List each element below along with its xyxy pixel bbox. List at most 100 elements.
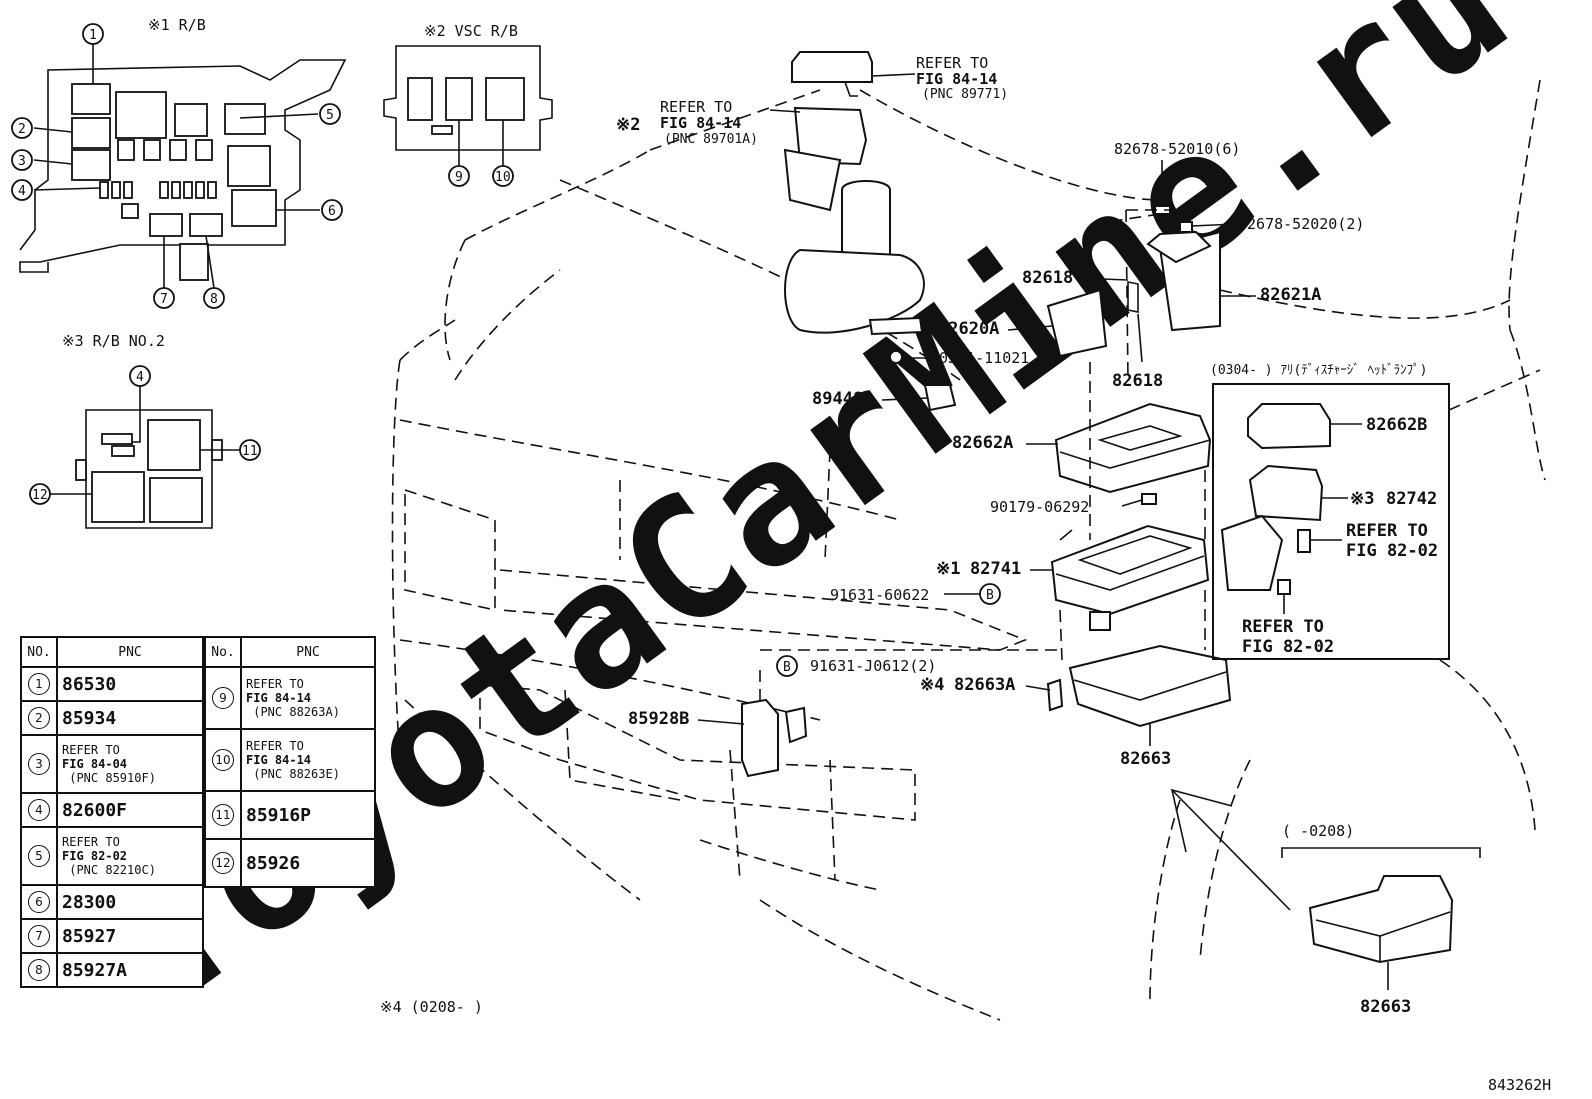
row-number-badge: 5 <box>28 845 50 867</box>
discharge-headlamp-inset: (0304- ) ｱﾘ(ﾃﾞｨｽﾁｬｰｼﾞ ﾍｯﾄﾞﾗﾝﾌﾟ) 82662B ※… <box>1210 363 1541 660</box>
connector-85928b-part <box>741 698 779 778</box>
svg-text:7: 7 <box>160 292 168 307</box>
label-82618-a: 82618 <box>1022 268 1073 288</box>
row-number-cell: 12 <box>204 838 242 888</box>
label-82663a: 82663A <box>954 675 1015 695</box>
label-91631-60622: 91631-60622 <box>830 586 929 604</box>
row-number-cell: 2 <box>20 700 58 736</box>
cover-82662b-part <box>1247 403 1331 450</box>
label-82663-a: 82663 <box>1120 749 1171 769</box>
pnc-cell: 28300 <box>56 884 204 920</box>
pnc-cell: 86530 <box>56 666 204 702</box>
pnc-line: 85926 <box>246 852 301 874</box>
table-row: 2 85934 <box>20 700 204 736</box>
row-number-badge: 9 <box>212 687 234 709</box>
pnc-line: 85927 <box>62 925 117 947</box>
vsc-callout-9: 9 <box>455 170 463 185</box>
note-4: ※4 (0208- ) <box>380 998 483 1016</box>
cover-82663-alt-part <box>1308 875 1454 964</box>
table-left-header-pnc: PNC <box>56 636 204 668</box>
pnc-line: (PNC 88263E) <box>246 767 340 781</box>
inset-vsc-rb: ※2 VSC R/B 9 10 <box>383 22 553 187</box>
table-right-header-no: No. <box>204 636 242 668</box>
table-right-header-pnc: PNC <box>240 636 376 668</box>
label-82678-52010: 82678-52010(6) <box>1114 140 1240 158</box>
refer-84-14-top: REFER TO FIG 84-14 (PNC 89771) <box>916 54 1008 102</box>
row-number-badge: 11 <box>212 804 234 826</box>
svg-text:(PNC 89771): (PNC 89771) <box>922 87 1008 102</box>
row-number-cell: 3 <box>20 734 58 794</box>
label-91631-j0612: 91631-J0612(2) <box>810 657 936 675</box>
refer-82-02-a-line1: REFER TO <box>1346 521 1428 541</box>
label-89448a: 89448A <box>812 389 873 409</box>
refer-82-02-b-line1: REFER TO <box>1242 617 1324 637</box>
table-row: 7 85927 <box>20 918 204 954</box>
row-number-cell: 6 <box>20 884 58 920</box>
row-number-badge: 3 <box>28 753 50 775</box>
pnc-cell: 85927A <box>56 952 204 988</box>
label-82678-52020: 82678-52020(2) <box>1238 215 1364 233</box>
label-82663-b: 82663 <box>1360 997 1411 1017</box>
rb2-callout-4: 4 <box>136 370 144 385</box>
pnc-line: (PNC 82210C) <box>62 863 156 877</box>
range-0304-label: (0304- ) ｱﾘ(ﾃﾞｨｽﾁｬｰｼﾞ ﾍｯﾄﾞﾗﾝﾌﾟ) <box>1210 363 1427 378</box>
row-number-badge: 6 <box>28 891 50 913</box>
svg-text:2: 2 <box>18 122 26 137</box>
relay-cover-part <box>791 51 873 83</box>
pnc-cell: 82600F <box>56 792 204 828</box>
figure-id: 843262H <box>1488 1076 1551 1094</box>
pnc-cell: 85934 <box>56 700 204 736</box>
table-row: 1 86530 <box>20 666 204 702</box>
row-number-cell: 5 <box>20 826 58 886</box>
pnc-cell: 85926 <box>240 838 376 888</box>
pnc-line: FIG 82-02 <box>62 849 128 863</box>
pnc-line: 85927A <box>62 959 128 981</box>
refer-84-14-mid: ※2 REFER TO FIG 84-14 (PNC 89701A) <box>616 98 758 147</box>
row-number-badge: 7 <box>28 925 50 947</box>
label-82662a: 82662A <box>952 433 1013 453</box>
row-number-cell: 9 <box>204 666 242 730</box>
row-number-badge: 4 <box>28 799 50 821</box>
row-number-cell: 4 <box>20 792 58 828</box>
vsc-callout-10: 10 <box>495 170 511 185</box>
row-number-cell: 10 <box>204 728 242 792</box>
table-row: 11 85916P <box>204 790 376 840</box>
svg-text:5: 5 <box>326 108 334 123</box>
sensor-89448a-part <box>923 384 957 412</box>
refer-82-02-b-line2: FIG 82-02 <box>1242 637 1334 657</box>
pnc-line: REFER TO <box>62 835 120 849</box>
label-82741: 82741 <box>970 559 1021 579</box>
vehicle-outline <box>391 79 1546 1021</box>
rb-callouts: 1 2 3 4 5 6 7 8 <box>11 23 343 309</box>
pnc-line: (PNC 88263A) <box>246 705 340 719</box>
label-82742: 82742 <box>1386 489 1437 509</box>
row-number-cell: 11 <box>204 790 242 840</box>
label-82741-mark: ※1 <box>936 559 960 579</box>
label-82620a: 82620A <box>938 319 999 339</box>
row-number-badge: 2 <box>28 707 50 729</box>
label-82663a-mark: ※4 <box>920 675 944 695</box>
rb2-callout-12: 12 <box>32 488 48 503</box>
pnc-line: FIG 84-14 <box>246 753 312 767</box>
bubble-b-1: B <box>986 588 994 603</box>
row-number-badge: 1 <box>28 673 50 695</box>
refer-82-02-a-line2: FIG 82-02 <box>1346 541 1438 561</box>
table-row: 6 28300 <box>20 884 204 920</box>
svg-text:REFER TO: REFER TO <box>916 54 988 72</box>
main-parts <box>649 51 1237 778</box>
pnc-cell: 85916P <box>240 790 376 840</box>
pnc-line: REFER TO <box>62 743 120 757</box>
row-number-badge: 10 <box>212 749 234 771</box>
pnc-cell: 85927 <box>56 918 204 954</box>
svg-text:8: 8 <box>210 292 218 307</box>
